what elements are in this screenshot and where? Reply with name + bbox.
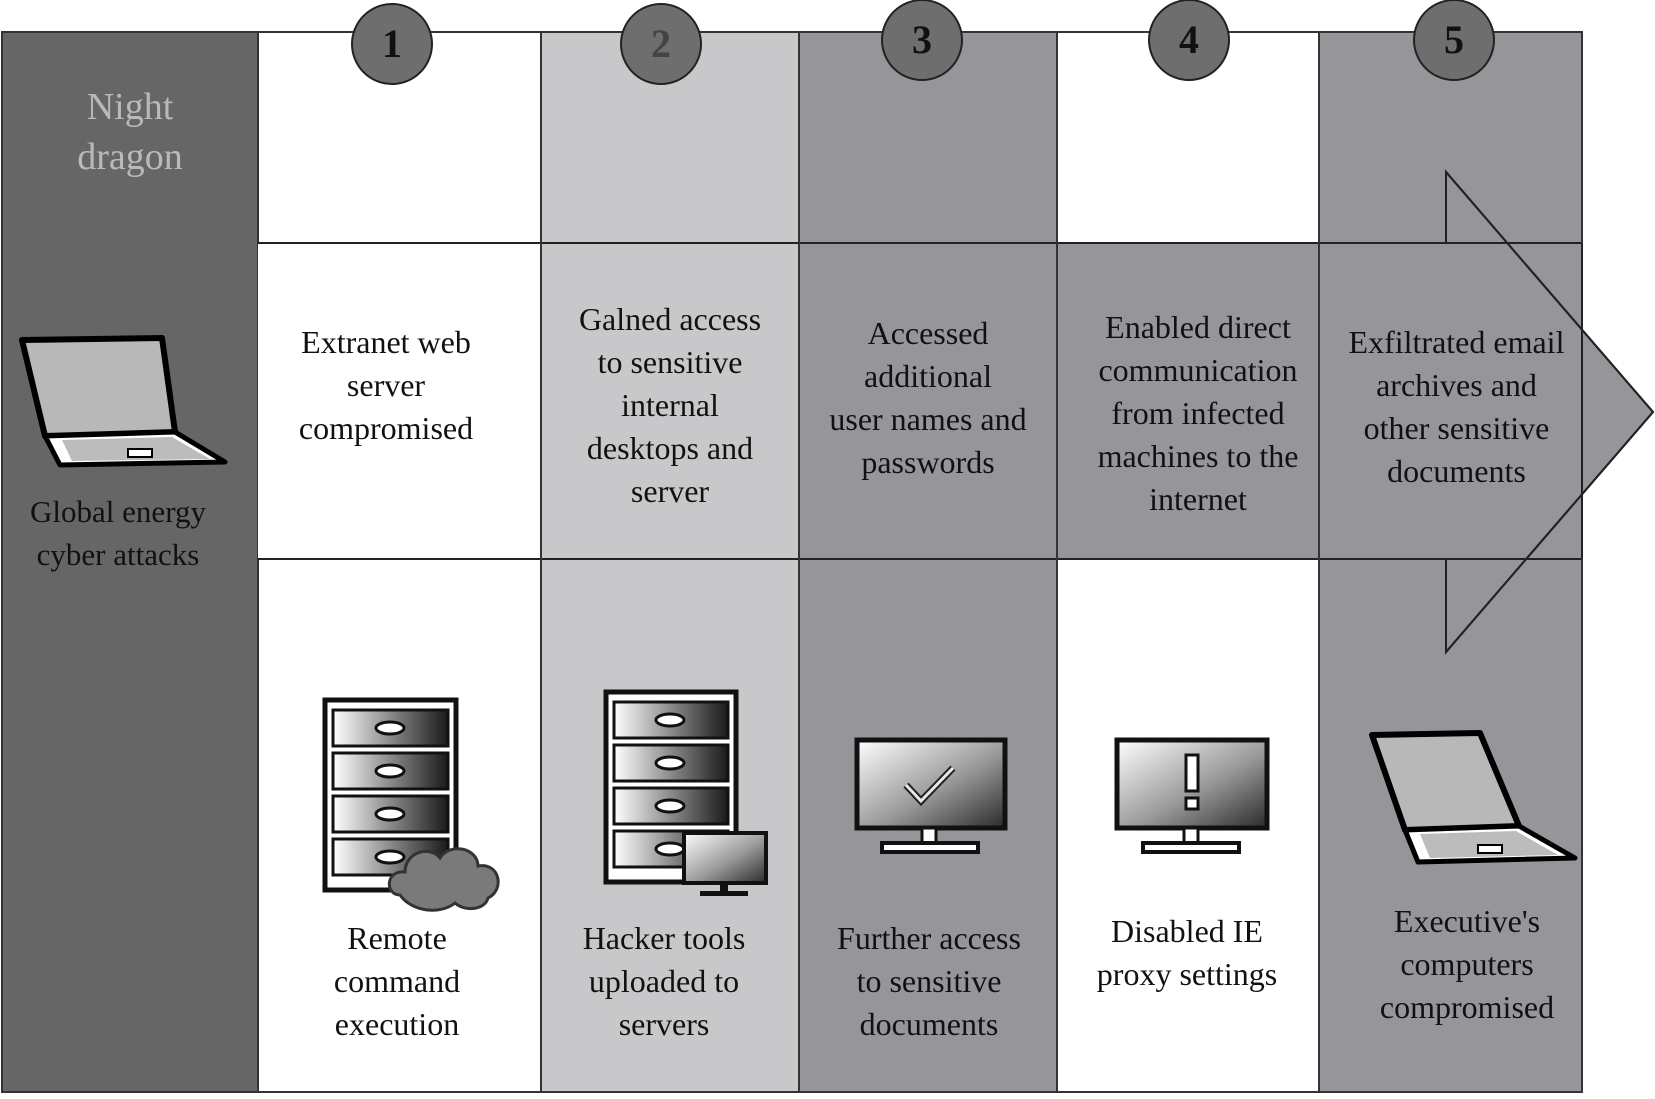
laptop-icon xyxy=(19,335,228,468)
step-1-description: Extranet web server compromised xyxy=(298,324,474,446)
step-5-caption: Executive's computers compromised xyxy=(1379,903,1555,1025)
step-1-number: 1 xyxy=(382,21,402,66)
step-3-column xyxy=(798,31,1058,1093)
step-2-number: 2 xyxy=(651,21,671,66)
arrow-band-outline xyxy=(258,169,1655,655)
step-2-description: Galned access to sensitive internal desk… xyxy=(578,301,762,509)
step-1-circle xyxy=(351,3,433,85)
step-3-number: 3 xyxy=(912,17,932,62)
step-4-caption: Disabled IE proxy settings xyxy=(1096,913,1278,992)
step-4-description: Enabled direct communication from infect… xyxy=(1097,309,1299,517)
sidebar-subtitle: Global energy cyber attacks xyxy=(30,494,206,572)
step-5-description: Exfiltrated email archives and other sen… xyxy=(1348,324,1565,489)
monitor-alert-icon xyxy=(1114,737,1270,854)
server-monitor-icon xyxy=(603,689,768,896)
step-4-number: 4 xyxy=(1179,17,1199,62)
step-1-caption: Remote command execution xyxy=(333,920,461,1042)
step-2-circle xyxy=(620,3,702,85)
step-5-number: 5 xyxy=(1444,17,1464,62)
step-4-column xyxy=(1056,31,1320,1093)
laptop-icon xyxy=(1369,730,1578,865)
step-2-caption: Hacker tools uploaded to servers xyxy=(582,920,746,1042)
arrow-band-1 xyxy=(258,243,541,559)
sidebar-title: Night dragon xyxy=(77,86,183,178)
arrow-band-4 xyxy=(1057,243,1319,559)
server-cloud-icon xyxy=(322,697,500,912)
step-5-circle xyxy=(1413,0,1495,81)
step-4-circle xyxy=(1148,0,1230,81)
step-1-column xyxy=(257,31,542,1093)
step-3-caption: Further access to sensitive documents xyxy=(837,920,1021,1042)
arrow-band-3 xyxy=(799,243,1057,559)
step-3-circle xyxy=(881,0,963,81)
arrow-band-2 xyxy=(541,243,799,559)
arrow-band-5 xyxy=(1319,243,1582,559)
step-3-description: Accessed additional user names and passw… xyxy=(829,315,1027,480)
monitor-check-icon xyxy=(854,737,1008,854)
sidebar-column xyxy=(1,31,259,1093)
